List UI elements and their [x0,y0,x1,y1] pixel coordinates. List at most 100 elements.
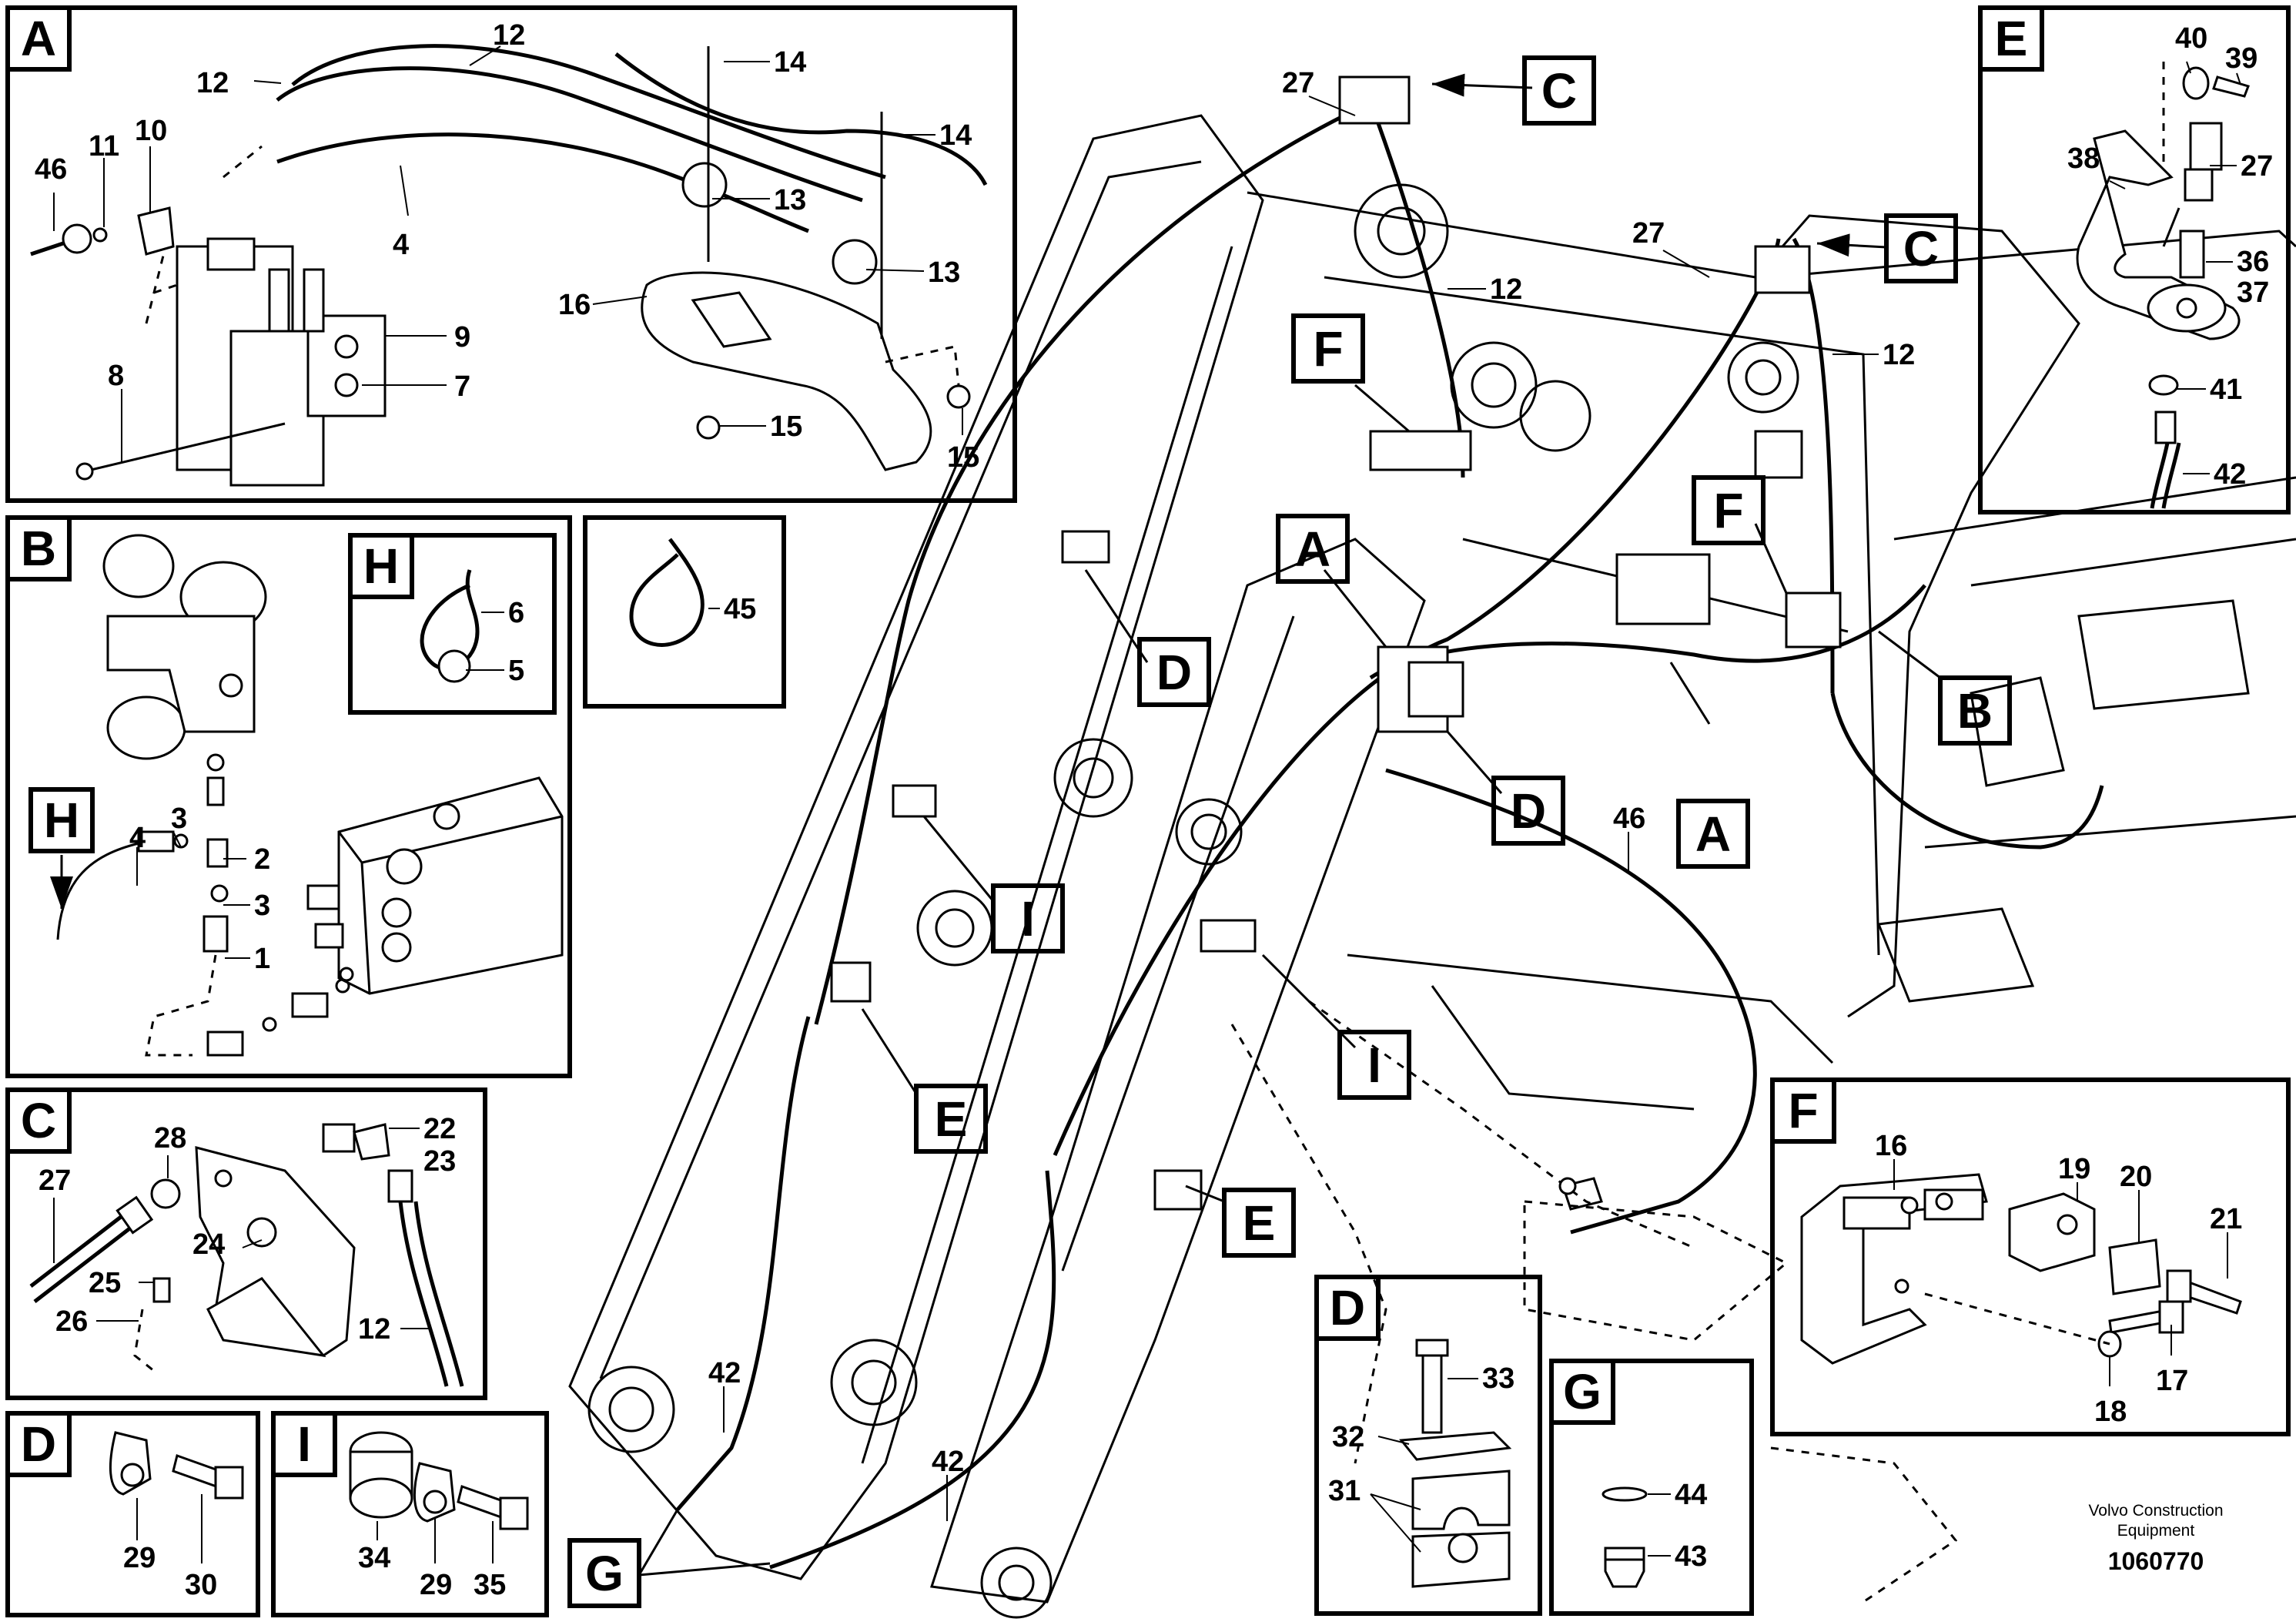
panel-i-small-callout-29: 29 [420,1569,452,1601]
main-callout-27-a: 27 [1282,67,1314,99]
panel-f-callout-16: 16 [1875,1130,1907,1162]
panel-c-callout-12: 12 [358,1313,390,1346]
panel-e-callout-27: 27 [2241,150,2273,183]
panel-h-callout-5: 5 [508,655,524,687]
main-callout-27-b: 27 [1632,217,1665,250]
panel-h-badge: H [363,538,399,594]
panel-b-badge: B [21,521,56,576]
panel-a-callout-9: 9 [454,321,470,354]
detail-panel-d-large: D 33 32 31 [1314,1275,1542,1616]
panel-a-callout-13-a: 13 [774,184,806,216]
main-ref-a-1: A [1295,521,1330,577]
panel-d-small-callout-30: 30 [185,1569,217,1601]
panel-f-callout-17: 17 [2156,1365,2188,1397]
panel-f-callout-20: 20 [2120,1161,2152,1193]
main-ref-d-1: D [1156,645,1192,700]
panel-d-large-callout-31: 31 [1328,1475,1361,1507]
panel-e-callout-37: 37 [2237,276,2269,309]
panel-a-callout-8: 8 [108,360,124,392]
credit-line-1: Volvo Construction [2088,1502,2223,1520]
panel-i-small-callout-34: 34 [358,1542,390,1574]
loop-callout-45: 45 [724,593,756,625]
panel-c-callout-25: 25 [89,1267,121,1299]
panel-c-badge: C [21,1093,56,1148]
detail-panel-i-small: I 34 29 35 [271,1411,549,1617]
main-ref-g: G [585,1546,624,1601]
main-callouts: 27 27 12 12 46 42 42 [708,67,1915,1521]
panel-a-callout-13-b: 13 [928,256,960,289]
main-callout-42-b: 42 [932,1446,964,1478]
main-ref-c-1: C [1541,63,1577,119]
panel-f-callout-18: 18 [2094,1396,2127,1428]
panel-d-large-callout-32: 32 [1332,1421,1364,1453]
panel-a-callout-16: 16 [558,289,591,321]
main-ref-i-1: I [1021,891,1035,947]
main-ref-b: B [1957,683,1993,739]
panel-d-large-callout-33: 33 [1482,1362,1514,1395]
detail-panel-a: A [5,5,1017,503]
panel-a-callout-11: 11 [89,130,119,163]
panel-c-callout-24: 24 [192,1228,225,1261]
panel-e-callout-42: 42 [2214,458,2246,491]
panel-a-callout-4: 4 [393,229,409,261]
detail-panel-h: H 6 5 [348,533,557,715]
main-ref-e-1: E [935,1091,968,1147]
panel-c-callout-23: 23 [423,1145,456,1178]
main-ref-d-2: D [1511,783,1546,839]
credit-block: Volvo Construction Equipment 1060770 [2088,1502,2223,1575]
panel-e-badge: E [1995,11,2028,66]
detail-cable-tie: 45 [583,515,786,709]
panel-a-badge: A [21,11,56,66]
panel-e-callout-38: 38 [2067,142,2100,175]
document-number: 1060770 [2108,1547,2204,1575]
main-callout-42-a: 42 [708,1357,741,1389]
panel-d-small-callout-29: 29 [123,1542,156,1574]
detail-panel-f: F 16 19 20 21 17 18 [1770,1077,2291,1436]
panel-b-callout-3-a: 3 [171,803,187,835]
panel-c-callout-27: 27 [38,1165,71,1197]
panel-b-callout-2: 2 [254,843,270,876]
panel-f-callout-21: 21 [2210,1203,2242,1235]
panel-d-large-badge: D [1330,1280,1365,1335]
panel-g-badge: G [1563,1364,1602,1419]
panel-b-ref-h: H [44,793,79,848]
main-ref-f-1: F [1313,321,1343,377]
main-callout-12-b: 12 [1883,339,1915,371]
panel-f-callout-19: 19 [2058,1153,2090,1185]
panel-a-callout-14-a: 14 [774,46,806,79]
panel-h-callout-6: 6 [508,597,524,629]
main-callout-46: 46 [1613,803,1645,835]
main-ref-e-2: E [1243,1195,1276,1251]
panel-e-callout-40: 40 [2175,22,2207,55]
panel-a-callout-12-a: 12 [196,67,229,99]
panel-i-small-callout-35: 35 [474,1569,506,1601]
panel-b-callout-1: 1 [254,943,270,975]
panel-a-callout-46: 46 [35,153,67,186]
panel-a-callout-14-b: 14 [939,119,972,152]
main-ref-c-2: C [1903,221,1939,276]
panel-e-callout-39: 39 [2225,42,2258,75]
main-callout-12-a: 12 [1490,273,1522,306]
detail-panel-b: B H [5,515,572,1078]
main-hoses [676,86,2104,1570]
detail-panel-e: E 40 39 38 27 36 37 41 42 [1978,5,2291,514]
panel-c-callout-26: 26 [55,1305,88,1338]
panel-g-callout-44: 44 [1675,1479,1707,1511]
detail-panel-g: G 44 43 [1549,1359,1754,1616]
detail-panel-c: C 28 27 24 25 26 22 23 12 [5,1087,487,1400]
panel-a-callout-10: 10 [135,115,167,147]
panel-a-callout-7: 7 [454,370,470,403]
panel-c-callout-22: 22 [423,1113,456,1145]
panel-f-badge: F [1788,1083,1818,1138]
panel-a-callout-15-b: 15 [947,441,979,474]
panel-b-callout-4: 4 [129,822,146,854]
panel-g-callout-43: 43 [1675,1540,1707,1573]
panel-d-small-badge: D [21,1416,56,1472]
credit-line-2: Equipment [2117,1522,2195,1540]
main-ref-f-2: F [1713,483,1743,538]
detail-panel-d-small: D 29 30 [5,1411,260,1617]
panel-e-callout-41: 41 [2210,374,2242,406]
panel-a-callout-12-b: 12 [493,19,525,52]
